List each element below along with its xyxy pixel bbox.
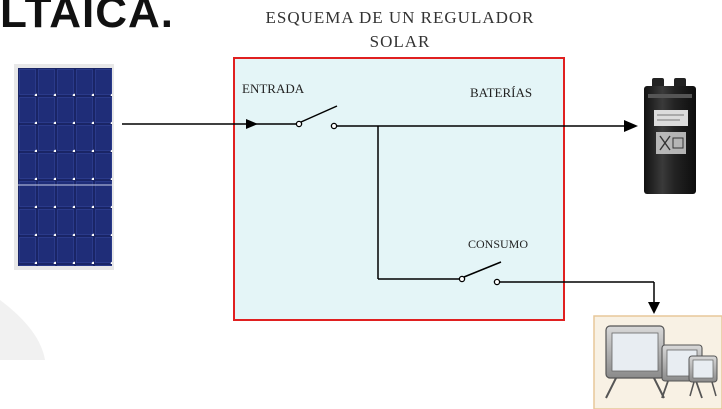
diagram-title: ESQUEMA DE UN REGULADOR SOLAR: [250, 6, 550, 54]
solar-panel-icon: [14, 64, 114, 270]
input-label: ENTRADA: [242, 81, 305, 96]
battery-icon: [644, 78, 696, 194]
consumption-switch: [458, 261, 502, 286]
diagram-title-line-1: ESQUEMA DE UN REGULADOR: [265, 8, 535, 27]
diagram-title-line-2: SOLAR: [369, 32, 431, 51]
floodlight-icon: [593, 315, 722, 409]
consumption-wire: [500, 281, 660, 314]
regulator-box: [233, 57, 565, 321]
input-switch: [295, 105, 338, 130]
battery-wire: [337, 120, 638, 132]
heading-fragment: LTAICA.: [0, 0, 174, 37]
consumption-branch-wire: [377, 126, 459, 280]
background-decoration: [0, 300, 45, 360]
consumption-label: CONSUMO: [468, 237, 528, 251]
input-wire: [122, 119, 296, 129]
batteries-label: BATERÍAS: [470, 85, 532, 100]
